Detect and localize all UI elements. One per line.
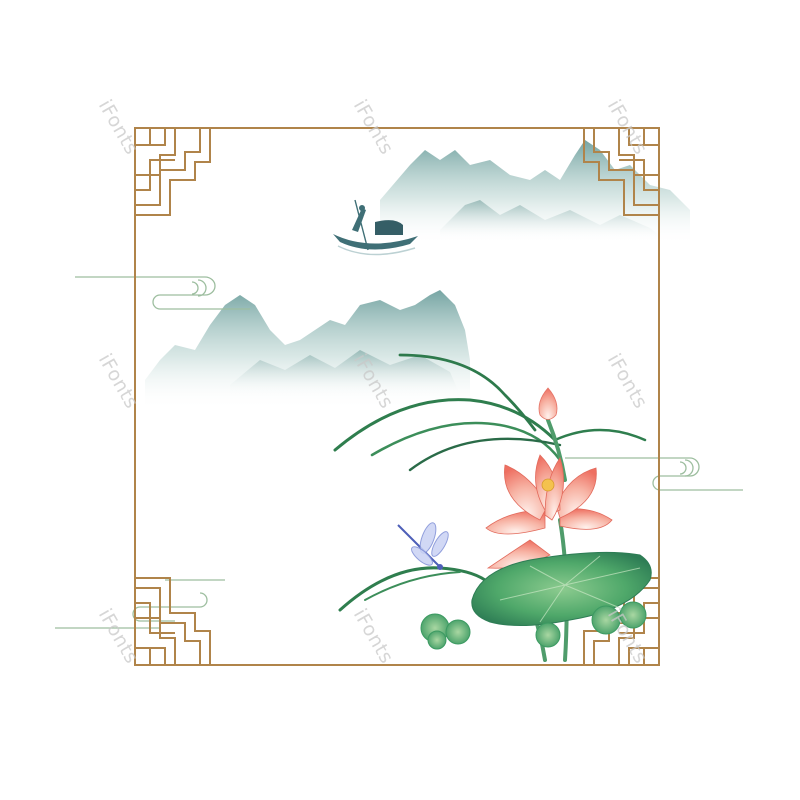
grass-blades: [333, 353, 647, 612]
mountains-left: [145, 290, 470, 410]
lily-pads: [420, 601, 647, 650]
lotus-flower: [485, 454, 613, 569]
dragonfly: [397, 522, 449, 570]
cloud-lines: [55, 276, 743, 629]
lotus-bud: [538, 387, 558, 420]
mountains-top: [380, 140, 690, 245]
boat: [333, 199, 418, 256]
